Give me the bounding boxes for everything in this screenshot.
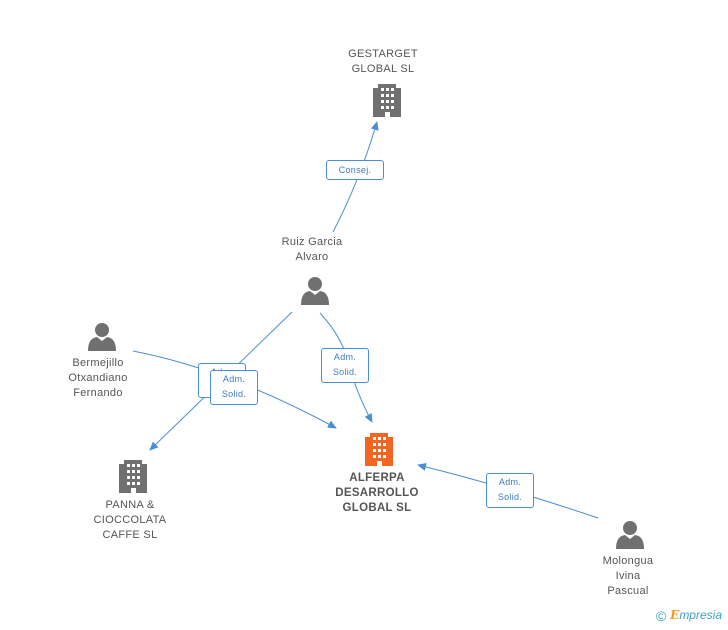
building-main-icon — [365, 433, 393, 466]
edge-badge-molongua-alferpa[interactable]: Adm. Solid. — [486, 473, 534, 508]
edge-badge-bermejillo-alferpa[interactable]: Adm. Solid. — [210, 370, 258, 405]
label-line: Molongua — [602, 555, 654, 567]
edge-badge-ruiz-alferpa[interactable]: Adm. Solid. — [321, 348, 369, 383]
label-line: Pascual — [607, 585, 649, 597]
label-line: Fernando — [73, 387, 123, 399]
label-line: ALFERPA — [349, 472, 405, 484]
label-line: CIOCCOLATA — [93, 514, 167, 526]
node-label-ruiz-garcia[interactable]: Ruiz Garcia Alvaro — [262, 235, 362, 265]
badge-line: Adm. — [333, 352, 357, 362]
edge-badge-consej[interactable]: Consej. — [326, 160, 384, 180]
badge-line: Consej. — [338, 165, 372, 175]
node-label-alferpa[interactable]: ALFERPA DESARROLLO GLOBAL SL — [321, 471, 433, 516]
badge-line: Adm. — [222, 374, 246, 384]
badge-line: Solid. — [221, 389, 247, 399]
label-line: GESTARGET — [348, 48, 418, 60]
building-icon — [373, 84, 401, 117]
badge-line: Solid. — [332, 367, 358, 377]
brand-initial: E — [670, 608, 680, 623]
badge-line: Adm. — [498, 477, 522, 487]
label-line: Bermejillo — [72, 357, 124, 369]
label-line: Ruiz Garcia — [281, 236, 343, 248]
person-icon — [301, 277, 329, 305]
empresia-brand[interactable]: ©Empresia — [656, 608, 722, 624]
node-label-gestarget[interactable]: GESTARGET GLOBAL SL — [333, 47, 433, 77]
label-line: Alvaro — [295, 251, 329, 263]
label-line: PANNA & — [105, 499, 155, 511]
label-line: Ivina — [615, 570, 641, 582]
copyright-icon: © — [655, 608, 667, 624]
person-icon — [616, 521, 644, 549]
node-label-panna[interactable]: PANNA & CIOCCOLATA CAFFE SL — [80, 498, 180, 543]
building-icon — [119, 460, 147, 493]
badge-line: Solid. — [497, 492, 523, 502]
node-label-molongua[interactable]: Molongua Ivina Pascual — [578, 554, 678, 599]
brand-name: mpresia — [679, 608, 722, 623]
person-icon — [88, 323, 116, 351]
node-label-bermejillo[interactable]: Bermejillo Otxandiano Fernando — [48, 356, 148, 401]
label-line: CAFFE SL — [102, 529, 158, 541]
label-line: Otxandiano — [68, 372, 128, 384]
label-line: GLOBAL SL — [351, 63, 415, 75]
label-line: GLOBAL SL — [342, 502, 412, 514]
label-line: DESARROLLO — [335, 487, 419, 499]
